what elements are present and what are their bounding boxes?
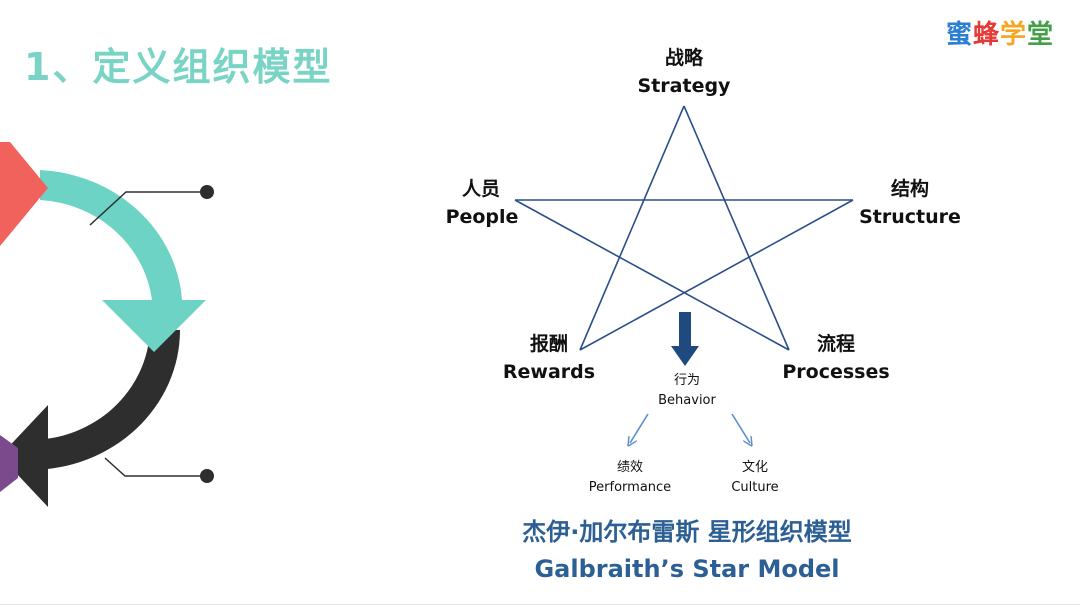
people-label-en: People — [446, 206, 519, 228]
model-caption-en: Galbraith’s Star Model — [534, 555, 839, 583]
structure-label-zh: 结构 — [891, 177, 929, 200]
cycle-dark-arc — [30, 330, 180, 470]
processes-label-zh: 流程 — [817, 332, 855, 355]
culture-label-zh: 文化 — [742, 460, 768, 475]
behavior-arrow — [671, 312, 699, 366]
cycle-purple-fragment — [0, 435, 18, 492]
arrow-to-performance — [630, 413, 649, 443]
cycle-teal-arc — [40, 170, 182, 300]
culture-label-en: Culture — [731, 480, 778, 495]
arrow-to-culture — [731, 413, 750, 443]
connector-line-top — [89, 191, 207, 226]
performance-label-en: Performance — [589, 480, 671, 495]
logo-char-2: 蜂 — [973, 20, 1001, 50]
footer-divider — [0, 604, 1080, 605]
behavior-label-zh: 行为 — [674, 373, 700, 388]
cycle-teal-arrowhead — [102, 300, 206, 352]
star-line-5 — [683, 105, 790, 351]
logo-char-1: 蜜 — [946, 20, 974, 50]
slide-title: 1、定义组织模型 — [24, 45, 333, 89]
structure-label-en: Structure — [859, 206, 961, 228]
strategy-label-en: Strategy — [638, 75, 732, 97]
star-shape — [514, 105, 854, 351]
star-line-2 — [579, 199, 854, 351]
people-label-zh: 人员 — [462, 178, 500, 200]
cycle-graphic — [0, 142, 214, 507]
connector-line-bottom — [104, 457, 207, 477]
cycle-dark-arrowhead — [0, 405, 48, 507]
processes-label-en: Processes — [782, 361, 889, 383]
rewards-label-en: Rewards — [503, 361, 595, 383]
model-caption-zh: 杰伊·加尔布雷斯 星形组织模型 — [522, 518, 851, 546]
brand-logo: 蜜蜂学堂 — [946, 14, 1054, 51]
logo-char-3: 学 — [1000, 20, 1028, 50]
star-line-4 — [514, 199, 790, 351]
cycle-red-block — [0, 142, 48, 246]
connector-dot-bottom — [200, 469, 214, 483]
performance-label-zh: 绩效 — [617, 460, 643, 475]
behavior-label-en: Behavior — [658, 393, 716, 408]
strategy-label-zh: 战略 — [665, 46, 704, 69]
star-line-1 — [579, 105, 685, 351]
logo-char-4: 堂 — [1027, 20, 1055, 50]
connector-dot-top — [200, 185, 214, 199]
rewards-label-zh: 报酬 — [530, 332, 568, 355]
